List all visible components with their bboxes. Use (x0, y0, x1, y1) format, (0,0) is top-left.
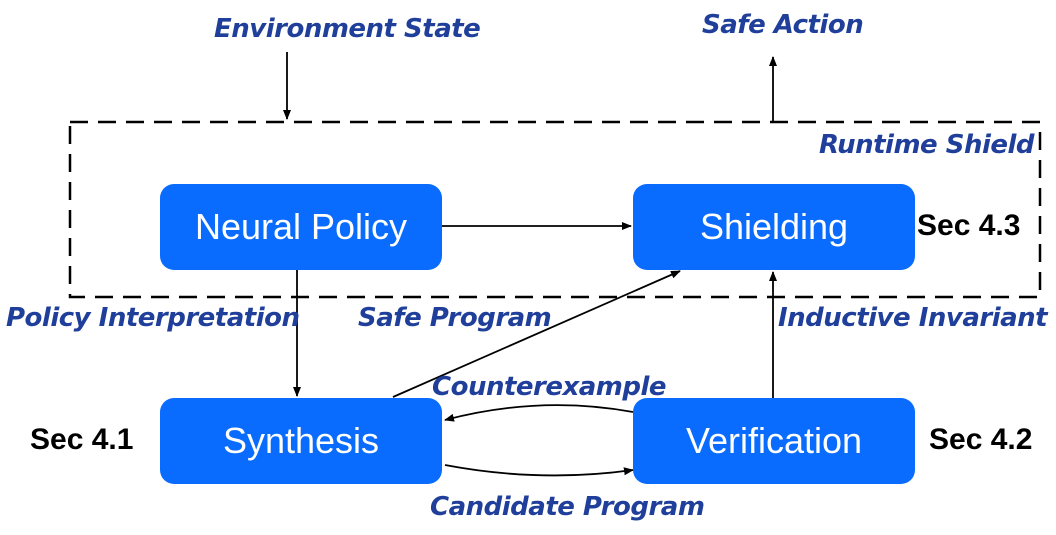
environment-state-label: Environment State (214, 14, 481, 44)
synthesis-label: Synthesis (222, 420, 380, 461)
safe-action-label: Safe Action (702, 10, 864, 40)
inductive-invariant-label: Inductive Invariant (778, 303, 1048, 333)
shielding-node: Shielding (633, 184, 915, 270)
runtime-shield-boundary (68, 120, 1042, 299)
counterexample-label: Counterexample (432, 372, 667, 402)
synthesis-node: Synthesis (160, 398, 442, 484)
section-label-synthesis: Sec 4.1 (30, 423, 134, 456)
runtime-shield-label: Runtime Shield (819, 130, 1035, 160)
arrow-synthesis-to-shielding (392, 270, 681, 398)
policy-interpretation-label: Policy Interpretation (6, 303, 300, 333)
shielding-label: Shielding (699, 206, 849, 247)
neural-policy-label: Neural Policy (194, 206, 408, 247)
section-label-shielding: Sec 4.3 (917, 209, 1021, 242)
verification-label: Verification (685, 420, 863, 461)
candidate-program-label: Candidate Program (430, 492, 705, 522)
arrow-verification-to-synthesis (444, 404, 634, 422)
verification-node: Verification (633, 398, 915, 484)
neural-policy-node: Neural Policy (160, 184, 442, 270)
section-label-verification: Sec 4.2 (929, 423, 1033, 456)
arrow-synthesis-to-verification (444, 464, 634, 477)
safe-program-label: Safe Program (358, 303, 552, 333)
